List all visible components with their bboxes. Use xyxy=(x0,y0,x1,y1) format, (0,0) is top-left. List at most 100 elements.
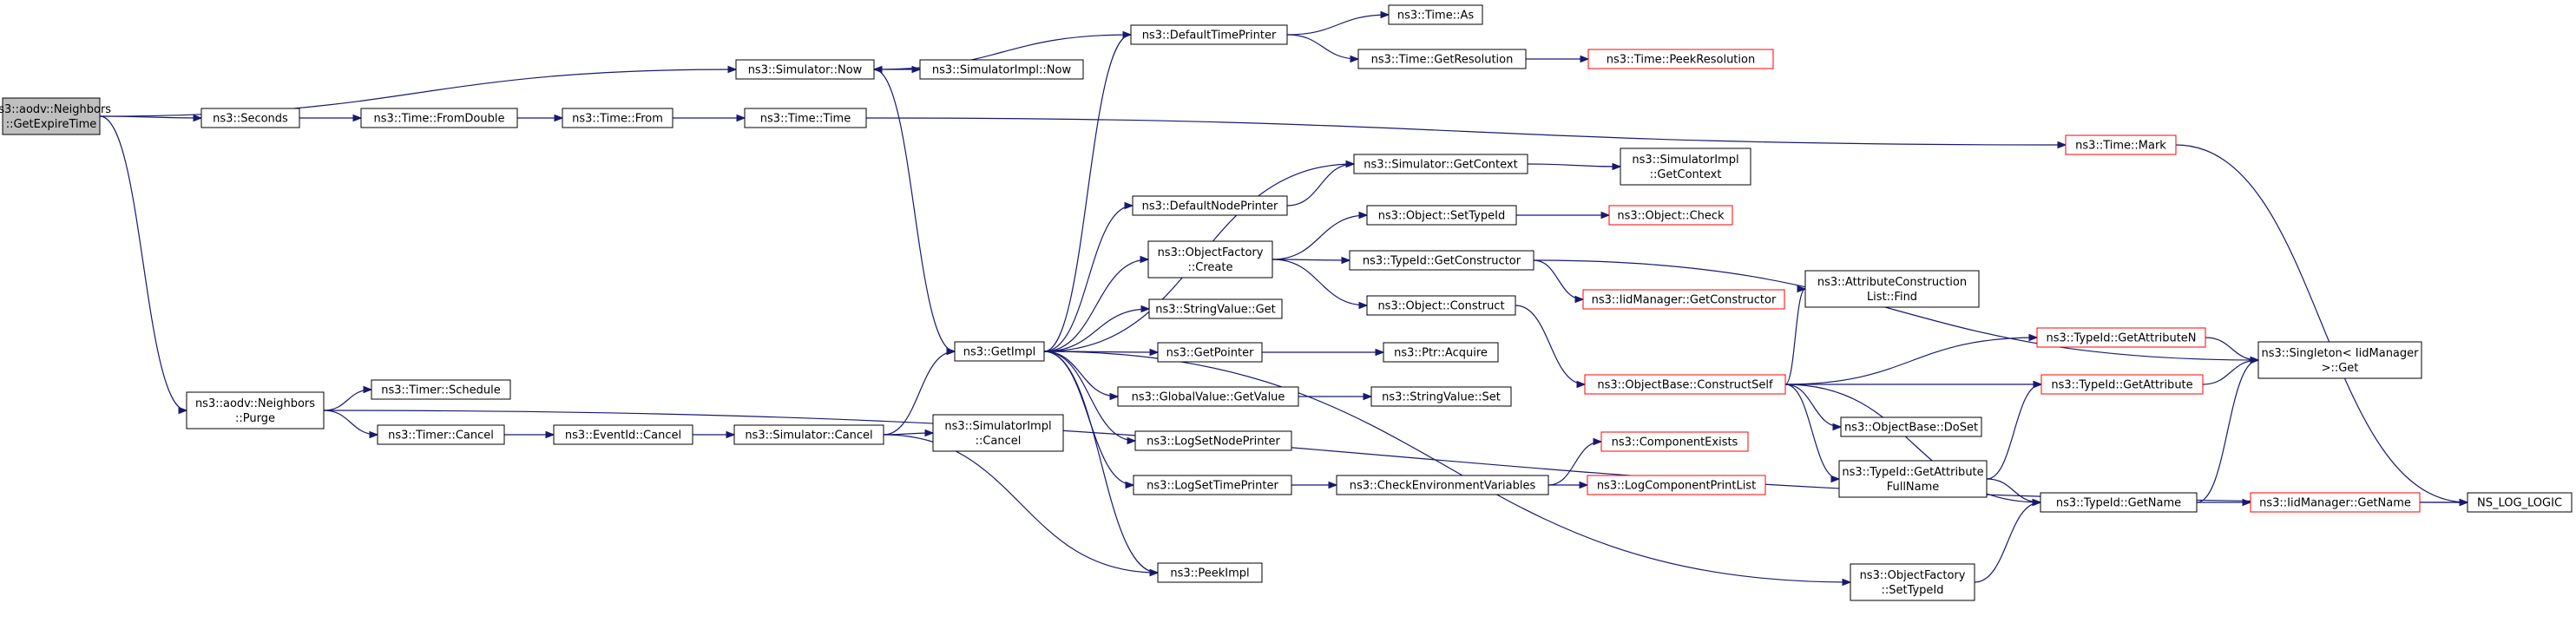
arrowhead xyxy=(1122,30,1133,39)
node-timercancel[interactable]: ns3::Timer::Cancel xyxy=(377,424,505,445)
node-globalvalueget[interactable]: ns3::GlobalValue::GetValue xyxy=(1117,386,1299,407)
arrowhead xyxy=(2028,333,2039,342)
node-label: ns3::Timer::Cancel xyxy=(388,429,494,443)
arrowhead xyxy=(1375,348,1385,357)
arrowhead xyxy=(727,65,738,74)
edge-objectfactorycreate-to-getconstructor xyxy=(1272,256,1351,265)
node-label: ns3::CheckEnvironmentVariables xyxy=(1350,480,1536,493)
edge-purge-to-timerschedule xyxy=(323,385,373,411)
node-componentexists[interactable]: ns3::ComponentExists xyxy=(1600,431,1749,452)
node-getattributen[interactable]: ns3::TypeId::GetAttributeN xyxy=(2036,327,2206,348)
node-getcontext[interactable]: ns3::Simulator::GetContext xyxy=(1353,154,1528,174)
node-root[interactable]: ns3::aodv::Neighbors::GetExpireTime xyxy=(0,97,111,135)
node-simcancel[interactable]: ns3::Simulator::Cancel xyxy=(733,424,884,445)
arrowhead xyxy=(193,114,203,122)
node-logsettimeprinter[interactable]: ns3::LogSetTimePrinter xyxy=(1133,475,1292,495)
node-purge[interactable]: ns3::aodv::Neighbors::Purge xyxy=(186,391,325,429)
node-box xyxy=(371,379,511,400)
node-seconds[interactable]: ns3::Seconds xyxy=(200,108,300,128)
node-simimplnow[interactable]: ns3::SimulatorImpl::Now xyxy=(919,59,1084,80)
node-label: ns3::Simulator::GetContext xyxy=(1364,159,1517,172)
node-simimplcancel[interactable]: ns3::SimulatorImpl::Cancel xyxy=(932,414,1064,452)
node-timeas[interactable]: ns3::Time::As xyxy=(1388,4,1483,25)
node-box xyxy=(733,424,884,445)
node-fromdouble[interactable]: ns3::Time::FromDouble xyxy=(360,108,518,128)
node-label: ns3::Time::Time xyxy=(760,113,851,126)
node-objectfactorycreate[interactable]: ns3::ObjectFactory::Create xyxy=(1147,240,1273,279)
arrowhead xyxy=(1600,211,1611,220)
node-logcomponentprintlist[interactable]: ns3::LogComponentPrintList xyxy=(1587,475,1766,495)
node-label: ns3::AttributeConstruction xyxy=(1817,276,1967,289)
node-singletonget[interactable]: ns3::Singleton< IidManager>::Get xyxy=(2257,341,2422,379)
edge-timercancel-to-eventidcancel xyxy=(503,430,555,439)
edge-line xyxy=(1043,351,1159,574)
node-iidgetconstructor[interactable]: ns3::IidManager::GetConstructor xyxy=(1582,289,1785,310)
node-nslog[interactable]: NS_LOG_LOGIC xyxy=(2467,492,2573,513)
edge-line xyxy=(1784,288,1806,385)
edge-line xyxy=(1043,351,1851,583)
node-from[interactable]: ns3::Time::From xyxy=(562,108,674,128)
node-getattribute[interactable]: ns3::TypeId::GetAttribute xyxy=(2040,374,2204,395)
node-objectfactorysettypeid[interactable]: ns3::ObjectFactory::SetTypeId xyxy=(1850,563,1975,601)
node-getresolution[interactable]: ns3::Time::GetResolution xyxy=(1357,49,1527,69)
edge-objectfactorysettypeid-to-typeidgetname xyxy=(1974,498,2042,583)
node-now[interactable]: ns3::Simulator::Now xyxy=(735,59,875,80)
arrowhead xyxy=(946,347,956,356)
node-getimpl[interactable]: ns3::GetImpl xyxy=(954,341,1045,362)
node-box xyxy=(1349,250,1534,271)
arrowhead xyxy=(554,114,564,122)
arrowhead xyxy=(924,429,935,437)
node-label: ::Purge xyxy=(235,412,275,425)
node-iidgetname[interactable]: ns3::IidManager::GetName xyxy=(2250,492,2421,513)
node-objectcheck[interactable]: ns3::Object::Check xyxy=(1608,205,1733,226)
node-box xyxy=(1608,205,1733,226)
node-objectconstruct[interactable]: ns3::Object::Construct xyxy=(1366,295,1516,316)
edge-line xyxy=(323,410,378,436)
node-stringvalueset[interactable]: ns3::StringValue::Set xyxy=(1370,386,1512,407)
node-box xyxy=(1134,430,1292,451)
node-box xyxy=(2065,134,2177,155)
node-label: ns3::DefaultNodePrinter xyxy=(1142,200,1278,213)
node-label: ns3::Object::Construct xyxy=(1377,300,1504,313)
node-doset[interactable]: ns3::ObjectBase::DoSet xyxy=(1840,416,1982,437)
node-eventidcancel[interactable]: ns3::EventId::Cancel xyxy=(553,424,693,445)
node-box xyxy=(1157,342,1263,363)
node-box xyxy=(1366,295,1516,316)
node-getpointer[interactable]: ns3::GetPointer xyxy=(1157,342,1263,363)
node-defaulttimeprinter[interactable]: ns3::DefaultTimePrinter xyxy=(1130,24,1288,45)
node-logsetnodeprinter[interactable]: ns3::LogSetNodePrinter xyxy=(1134,430,1292,451)
node-label: ns3::ObjectFactory xyxy=(1860,569,1966,582)
node-typeidgetname[interactable]: ns3::TypeId::GetName xyxy=(2040,492,2198,513)
node-stringvalueget[interactable]: ns3::StringValue::Get xyxy=(1148,298,1283,319)
node-box xyxy=(562,108,674,128)
edge-getimpl-to-logsetnodeprinter xyxy=(1043,351,1137,445)
node-simimplgetcontext[interactable]: ns3::SimulatorImpl::GetContext xyxy=(1620,148,1751,186)
node-label: ns3::aodv::Neighbors xyxy=(195,397,315,410)
node-peekresolution[interactable]: ns3::Time::PeekResolution xyxy=(1587,49,1774,69)
node-mark[interactable]: ns3::Time::Mark xyxy=(2065,134,2177,155)
node-time[interactable]: ns3::Time::Time xyxy=(744,108,867,128)
node-ptracquire[interactable]: ns3::Ptr::Acquire xyxy=(1383,342,1499,363)
edge-getimpl-to-defaulttimeprinter xyxy=(1043,30,1133,352)
node-box xyxy=(1850,563,1975,601)
node-peekimpl[interactable]: ns3::PeekImpl xyxy=(1157,562,1263,583)
node-defaultnodeprinter[interactable]: ns3::DefaultNodePrinter xyxy=(1132,195,1288,216)
node-constructself[interactable]: ns3::ObjectBase::ConstructSelf xyxy=(1584,374,1786,395)
node-checkenv[interactable]: ns3::CheckEnvironmentVariables xyxy=(1336,475,1549,495)
edge-getimpl-to-defaultnodeprinter xyxy=(1043,201,1134,352)
edge-line xyxy=(865,117,2067,146)
node-box xyxy=(1804,270,1980,308)
node-getconstructor[interactable]: ns3::TypeId::GetConstructor xyxy=(1349,250,1534,271)
node-settypeid[interactable]: ns3::Object::SetTypeId xyxy=(1366,205,1517,226)
node-timerschedule[interactable]: ns3::Timer::Schedule xyxy=(371,379,511,400)
arrowhead xyxy=(1574,295,1585,304)
node-label: ns3::SimulatorImpl xyxy=(944,420,1051,433)
node-label: ns3::DefaultTimePrinter xyxy=(1142,30,1277,43)
node-box xyxy=(2040,374,2204,395)
edge-line xyxy=(1286,14,1390,36)
edge-line xyxy=(1043,351,1136,442)
arrowhead xyxy=(369,430,379,439)
